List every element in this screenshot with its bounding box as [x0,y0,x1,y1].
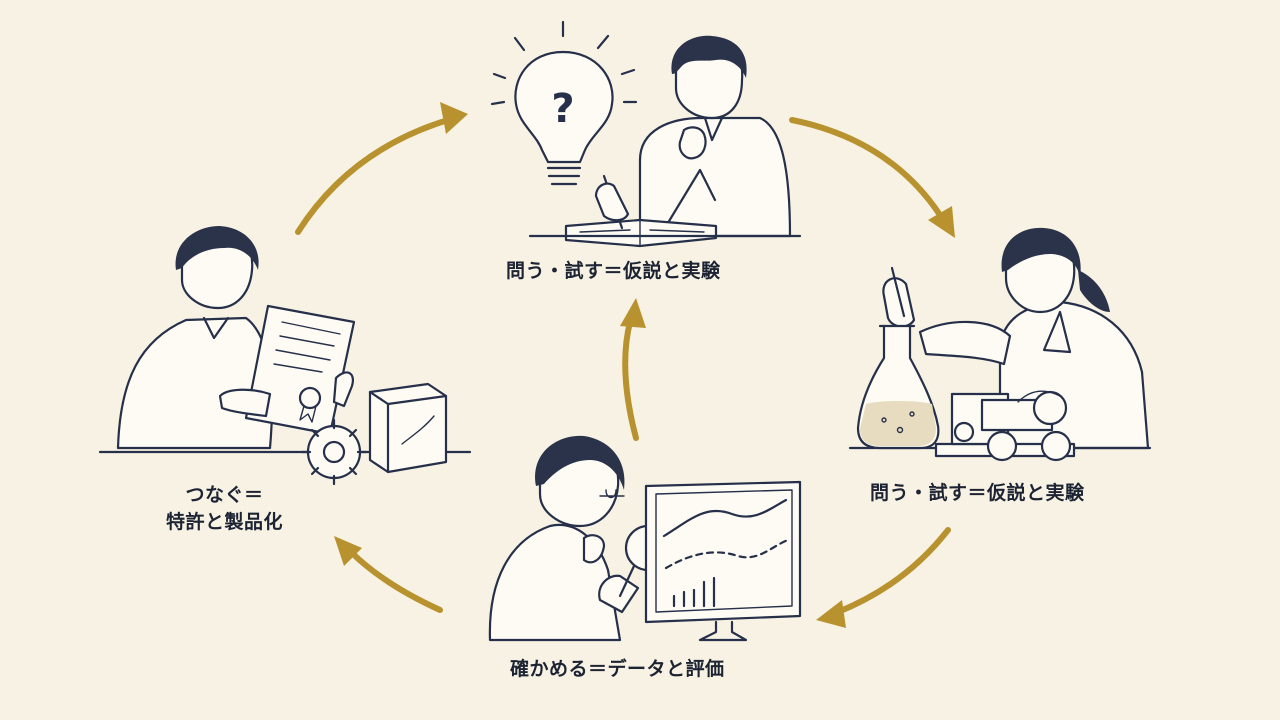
monitor-chart-icon [644,480,802,642]
arrow-left-to-top [295,102,468,235]
flask-icon [856,324,940,450]
thinking-person [528,35,802,248]
stage-label-top: 問う・試す＝仮説と実験 [506,260,721,282]
box-icon [368,382,448,474]
lightbulb-question-icon: ? [490,20,638,186]
svg-text:?: ? [551,86,574,132]
analyst-person [488,435,640,642]
arrow-right-to-bottom [816,527,951,628]
arrow-bottom-to-left [334,536,443,613]
stage-label-right: 問う・試す＝仮説と実験 [870,482,1085,504]
gear-icon [300,418,368,486]
arrow-bottom-to-top [620,298,646,441]
certificate-icon [218,304,356,436]
stage-label-left-line1: つなぐ＝ [185,484,264,506]
arrow-top-to-right [789,117,955,238]
robot-car-icon [934,390,1076,462]
stage-label-bottom: 確かめる＝データと評価 [510,658,725,680]
stage-label-left-line2: 特許と製品化 [166,511,284,533]
stage-label-left: つなぐ＝ 特許と製品化 [166,482,283,536]
